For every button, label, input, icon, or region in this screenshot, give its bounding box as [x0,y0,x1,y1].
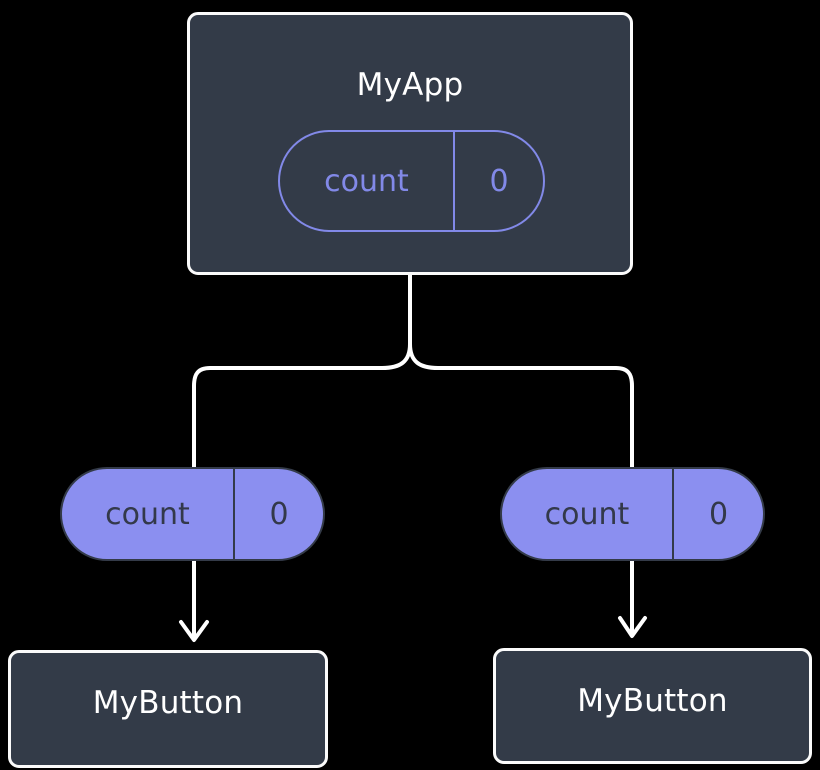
arrowhead-left-icon [179,620,209,642]
state-pill-child-left[interactable]: count 0 [60,467,325,561]
state-key-label: count [502,469,674,559]
component-label-mybutton: MyButton [92,685,244,721]
state-value-label: 0 [489,163,509,199]
component-label-myapp: MyApp [356,67,464,103]
state-pill-myapp[interactable]: count 0 [278,130,545,232]
component-node-mybutton-left[interactable]: MyButton [8,650,328,768]
state-key-label: count [62,469,235,559]
component-node-mybutton-right[interactable]: MyButton [493,648,812,764]
edge-root-to-child-right [408,342,634,469]
state-key-label: count [280,132,455,230]
state-value-label: 0 [269,496,289,532]
component-label-mybutton: MyButton [577,683,728,719]
state-pill-child-right[interactable]: count 0 [500,467,765,561]
edge-root-to-child-left [192,342,412,469]
state-value-label: 0 [708,496,729,532]
arrowhead-right-icon [618,616,647,638]
